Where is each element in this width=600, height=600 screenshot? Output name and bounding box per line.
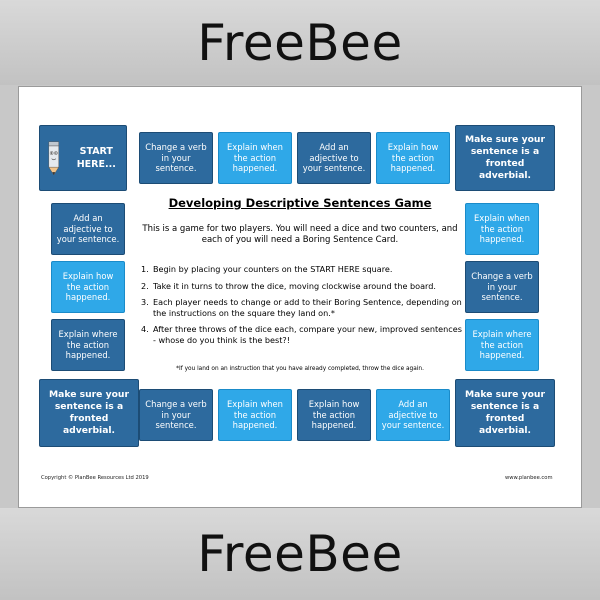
square-text: Explain how the action happened. (308, 399, 360, 431)
square-text: Explain where the action happened. (472, 329, 532, 361)
board-square: Explain how the action happened. (376, 132, 450, 184)
corner-square: Make sure your sentence is a fronted adv… (39, 379, 139, 447)
square-text: Add an adjective to your sentence. (381, 399, 445, 431)
step-number: 4. (141, 324, 149, 335)
pencil-icon (48, 141, 60, 176)
start-square-label: START HERE... (76, 145, 116, 170)
step-number: 3. (141, 297, 149, 308)
square-text: Make sure your sentence is a fronted adv… (465, 389, 545, 436)
board-square: Add an adjective to your sentence. (376, 389, 450, 441)
square-text: Explain when the action happened. (227, 142, 283, 174)
step-text: Begin by placing your counters on the ST… (153, 264, 393, 274)
step-number: 1. (141, 264, 149, 274)
step-text: Each player needs to change or add to th… (153, 297, 462, 318)
start-square: START HERE... (39, 125, 127, 191)
board-square: Explain where the action happened. (465, 319, 539, 371)
brand-title-bottom: FreeBee (197, 525, 403, 583)
square-text: Add an adjective to your sentence. (302, 142, 366, 174)
instructions-panel: Developing Descriptive Sentences Game Th… (135, 196, 465, 396)
board-square: Add an adjective to your sentence. (51, 203, 125, 255)
square-text: Add an adjective to your sentence. (56, 213, 120, 245)
board-square: Change a verb in your sentence. (139, 132, 213, 184)
square-text: Change a verb in your sentence. (145, 142, 207, 174)
square-text: Make sure your sentence is a fronted adv… (49, 389, 129, 436)
square-text: Make sure your sentence is a fronted adv… (465, 134, 545, 181)
copyright-text: Copyright © PlanBee Resources Ltd 2019 (41, 475, 149, 481)
instruction-step: 3. Each player needs to change or add to … (141, 297, 463, 318)
square-text: Explain when the action happened. (227, 399, 283, 431)
website-link: www.planbee.com (505, 475, 553, 481)
instruction-step: 1. Begin by placing your counters on the … (141, 264, 463, 275)
game-board-sheet: START HERE... Change a verb in your sent… (18, 86, 582, 508)
corner-square: Make sure your sentence is a fronted adv… (455, 125, 555, 191)
board-square: Add an adjective to your sentence. (297, 132, 371, 184)
corner-square: Make sure your sentence is a fronted adv… (455, 379, 555, 447)
step-text: After three throws of the dice each, com… (153, 324, 462, 345)
square-text: Explain when the action happened. (474, 213, 530, 245)
board-square: Explain how the action happened. (297, 389, 371, 441)
square-text: Change a verb in your sentence. (471, 271, 533, 303)
top-banner: FreeBee (0, 0, 600, 85)
board-square: Explain where the action happened. (51, 319, 125, 371)
square-text: Explain how the action happened. (62, 271, 114, 303)
board-square: Change a verb in your sentence. (139, 389, 213, 441)
brand-title-top: FreeBee (197, 13, 403, 72)
board-square: Explain how the action happened. (51, 261, 125, 313)
instructions-intro: This is a game for two players. You will… (142, 224, 458, 246)
step-text: Take it in turns to throw the dice, movi… (153, 280, 436, 291)
board-square: Explain when the action happened. (465, 203, 539, 255)
instruction-step: 4. After three throws of the dice each, c… (141, 324, 463, 345)
board-square: Explain when the action happened. (218, 389, 292, 441)
bottom-banner: FreeBee (0, 508, 600, 600)
board-square: Explain when the action happened. (218, 132, 292, 184)
instruction-step: 2. Take it in turns to throw the dice, mo… (141, 281, 463, 292)
instructions-note: *If you land on an instruction that you … (176, 366, 424, 372)
board-square: Change a verb in your sentence. (465, 261, 539, 313)
step-number: 2. (141, 280, 149, 291)
instructions-steps: 1. Begin by placing your counters on the … (141, 264, 463, 351)
square-text: Change a verb in your sentence. (145, 399, 207, 431)
instructions-title: Developing Descriptive Sentences Game (168, 196, 432, 210)
square-text: Explain how the action happened. (387, 142, 439, 174)
square-text: Explain where the action happened. (58, 329, 118, 361)
